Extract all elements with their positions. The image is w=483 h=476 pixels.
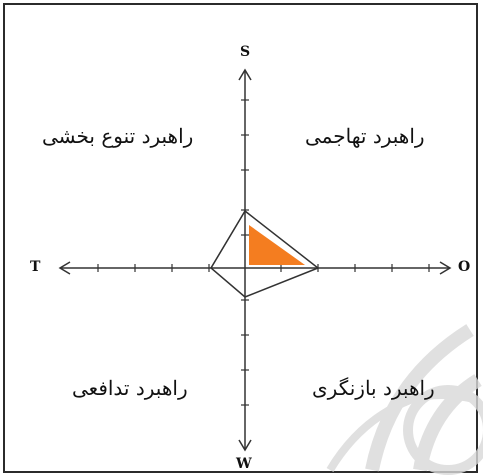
quadrant-label-bottom-right: راهبرد بازنگری <box>312 376 435 400</box>
horizontal-axis <box>58 261 452 275</box>
quadrant-label-top-left: راهبرد تنوع بخشی <box>42 124 194 148</box>
quadrant-label-top-right: راهبرد تهاجمی <box>305 124 425 148</box>
quadrilateral-diagonal <box>210 210 246 269</box>
axis-label-bottom: W <box>236 456 252 472</box>
strategic-position-area <box>249 225 305 265</box>
axis-ticks <box>97 99 430 406</box>
quadrant-label-bottom-left: راهبرد تدافعی <box>72 376 188 400</box>
axis-label-top: S <box>240 44 251 60</box>
vertical-axis <box>238 68 252 452</box>
watermark-ornament <box>326 324 483 475</box>
axis-label-right: O <box>458 259 471 275</box>
axis-label-left: T <box>30 259 41 275</box>
